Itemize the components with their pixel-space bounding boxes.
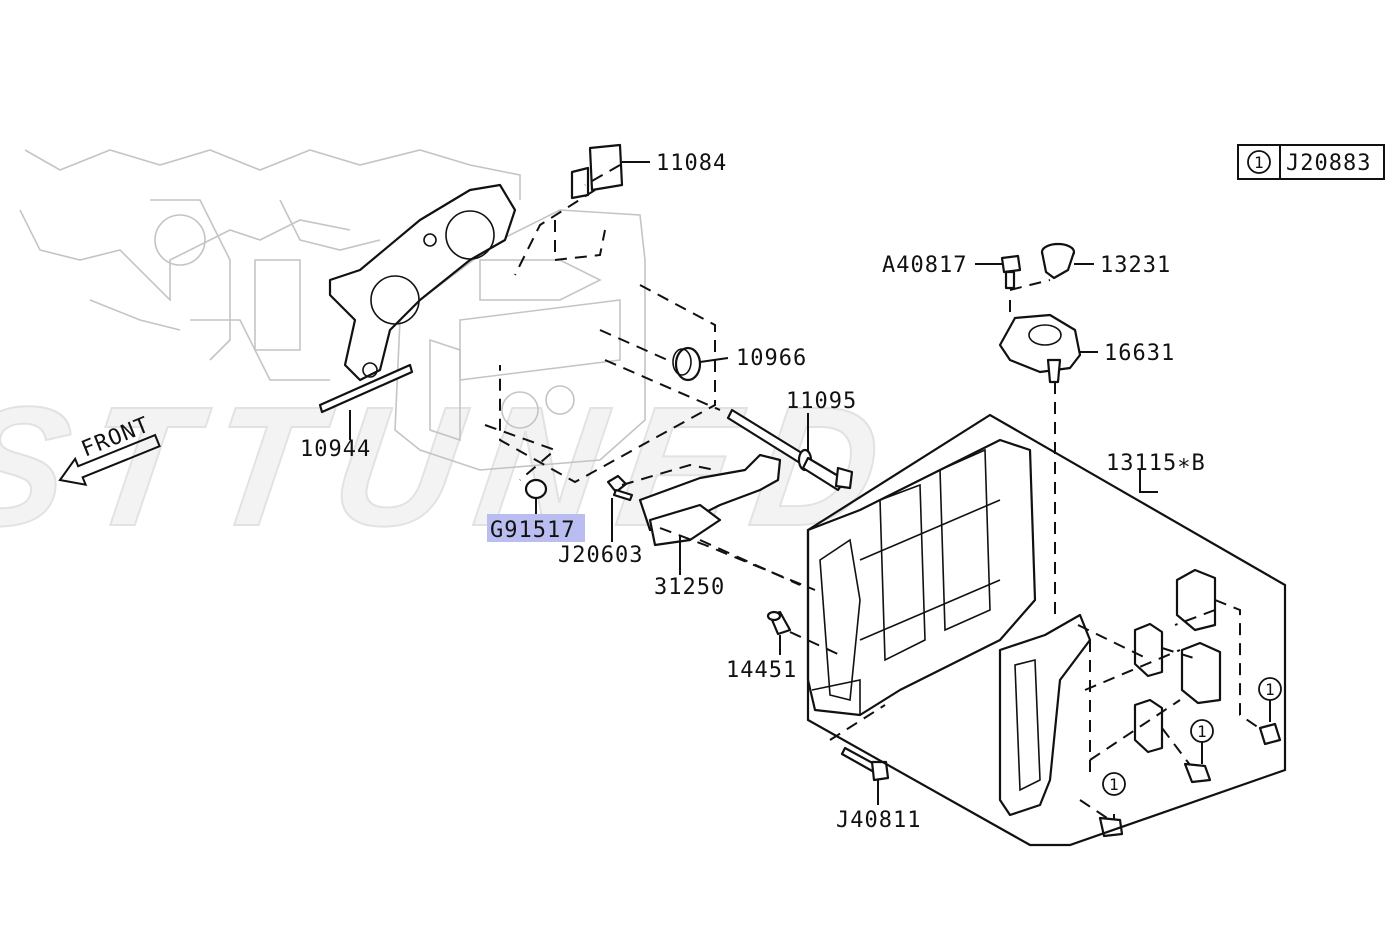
- part-13115b-cam-carrier[interactable]: [806, 438, 1037, 717]
- label-31250: 31250: [654, 575, 725, 600]
- label-11084: 11084: [656, 151, 727, 176]
- part-chain-cover[interactable]: [998, 613, 1092, 817]
- part-labels: 11084 10966 11095 10944 G91517 J20603 31…: [300, 151, 1206, 833]
- label-16631: 16631: [1104, 341, 1175, 366]
- callout-markers: 1 1 1: [1102, 677, 1282, 796]
- part-16631-housing[interactable]: [998, 313, 1082, 384]
- engine-background-outline: [19, 149, 521, 381]
- label-14451: 14451: [726, 658, 797, 683]
- part-11095-bolt[interactable]: [726, 408, 854, 492]
- label-g91517: G91517: [490, 518, 575, 543]
- part-j40811-bolt[interactable]: [840, 746, 890, 782]
- part-a40817-bolt[interactable]: [1000, 254, 1022, 290]
- assembly-frame: [806, 413, 1287, 847]
- callout-marker-3: 1: [1109, 775, 1119, 794]
- part-11084-cover[interactable]: [570, 143, 624, 200]
- reference-circle-icon: [1247, 150, 1271, 174]
- part-31250-bracket[interactable]: [638, 453, 782, 547]
- leader-lines: [349, 161, 1271, 820]
- part-10966-plug[interactable]: [672, 346, 702, 382]
- callout-marker-1: 1: [1265, 680, 1275, 699]
- label-13115b: 13115∗B: [1106, 451, 1206, 476]
- cylinder-head-outline: [394, 209, 646, 471]
- cam-caps[interactable]: [1133, 568, 1222, 754]
- part-g91517-oring[interactable]: [524, 478, 548, 500]
- highlight-g91517: [487, 514, 585, 542]
- label-j20603: J20603: [558, 543, 643, 568]
- label-10966: 10966: [736, 346, 807, 371]
- label-13231: 13231: [1100, 253, 1171, 278]
- assembly-dashed-lines: [484, 164, 1263, 821]
- part-13231-cap[interactable]: [1040, 242, 1076, 280]
- label-11095: 11095: [786, 389, 857, 414]
- label-j40811: J40811: [836, 808, 921, 833]
- part-14451-dowel[interactable]: [766, 610, 792, 636]
- reference-box: 1 J20883: [1237, 144, 1385, 180]
- callout-marker-2: 1: [1197, 722, 1207, 741]
- head-gasket-10944[interactable]: [318, 183, 517, 414]
- label-10944: 10944: [300, 437, 371, 462]
- reference-code: J20883: [1286, 151, 1371, 176]
- label-a40817: A40817: [882, 253, 967, 278]
- reference-circle-number: 1: [1254, 153, 1264, 172]
